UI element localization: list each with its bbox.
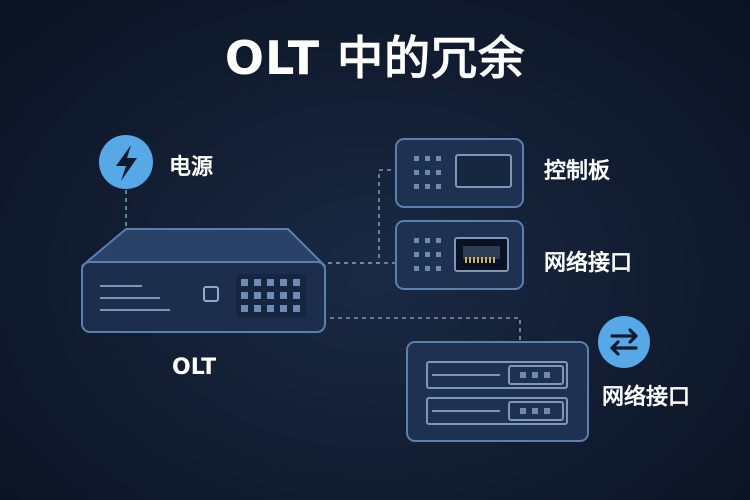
power-label: 电源	[169, 155, 214, 180]
swap-arrows-icon	[598, 316, 650, 368]
connectors	[125, 169, 521, 342]
page-title: OLT 中的冗余	[224, 31, 526, 85]
lightning-bolt-icon	[99, 135, 153, 189]
olt-label: OLT	[172, 355, 217, 380]
network-interface-label-2: 网络接口	[602, 385, 691, 410]
connector-olt-control-board	[328, 169, 396, 264]
network-interface-label-1: 网络接口	[544, 251, 633, 276]
network-interface-card-1	[395, 220, 524, 290]
control-board-label: 控制板	[544, 159, 611, 184]
olt-port-grid	[241, 279, 300, 312]
control-board-card	[395, 138, 524, 208]
connector-olt-interface-2	[330, 317, 521, 342]
olt-device	[81, 228, 326, 333]
ethernet-port-icon	[454, 237, 509, 272]
network-interface-chassis	[406, 341, 589, 442]
